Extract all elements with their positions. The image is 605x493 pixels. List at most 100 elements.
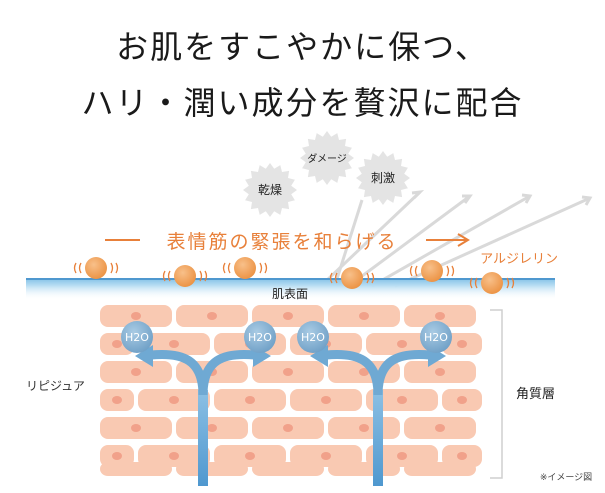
vibration-mark <box>259 262 263 274</box>
corneocyte-cell <box>176 417 248 439</box>
relax-arrow: 表情筋の緊張を和らげる <box>105 231 470 253</box>
ingredient-orb <box>162 265 208 287</box>
corneocyte-cell <box>252 361 324 383</box>
cell-nucleus <box>169 340 179 348</box>
cell-nucleus <box>207 424 217 432</box>
vibration-mark <box>511 277 515 289</box>
cell-nucleus <box>283 424 293 432</box>
water-stream <box>310 345 446 486</box>
ingredient-orb <box>409 260 455 282</box>
corneocyte-cell <box>328 417 400 439</box>
cell-nucleus <box>283 368 293 376</box>
corneocyte-cell <box>366 389 438 411</box>
corneocyte-cell <box>442 445 482 467</box>
vibration-mark <box>506 277 510 289</box>
cell-nucleus <box>245 452 255 460</box>
vibration-mark <box>110 262 114 274</box>
vibration-mark <box>371 272 375 284</box>
layer-bracket <box>490 309 503 479</box>
ingredient-orb <box>469 272 515 294</box>
cell-nucleus <box>359 424 369 432</box>
burst-shape <box>300 131 354 185</box>
ingredient-orb <box>329 267 375 289</box>
cell-nucleus <box>397 396 407 404</box>
corneocyte-cell <box>100 445 134 467</box>
arrow-head <box>457 233 470 247</box>
corneocyte-cell <box>100 462 172 476</box>
stream-trunk <box>198 390 208 486</box>
water-molecule: H2O <box>297 321 329 353</box>
cell-nucleus <box>457 340 467 348</box>
stream-arrowhead <box>135 345 153 367</box>
ingredient-orb <box>222 257 268 279</box>
stream-branch-right <box>198 349 256 396</box>
skin-surface-band <box>26 278 555 300</box>
cell-nucleus <box>359 368 369 376</box>
corneocyte-cell <box>404 462 476 476</box>
headline-line-1: お肌をすこやかに保つ、 <box>116 28 489 66</box>
corneocyte-cell <box>138 445 210 467</box>
corneocyte-cell <box>404 361 476 383</box>
orb-circle <box>234 257 256 279</box>
layer-label: 角質層 <box>516 387 555 402</box>
orb-circle <box>174 265 196 287</box>
ingredient-label: アルジレリン <box>480 252 558 267</box>
corneocyte-cell <box>138 389 210 411</box>
corneocyte-cell <box>100 417 172 439</box>
corneocyte-cell <box>176 462 248 476</box>
cell-nucleus <box>435 312 445 320</box>
vibration-mark <box>469 277 473 289</box>
molecule-circle <box>297 321 329 353</box>
vibration-mark <box>162 270 166 282</box>
corneocyte-cell <box>290 445 362 467</box>
molecule-label: H2O <box>301 331 325 344</box>
corneocyte-cell <box>176 305 248 327</box>
light-ray-tip <box>462 194 473 204</box>
stream-trunk <box>373 390 383 486</box>
vibration-mark <box>451 265 455 277</box>
corneocyte-cell <box>138 333 210 355</box>
vibration-mark <box>222 262 226 274</box>
corneocyte-cell <box>328 462 400 476</box>
vibration-mark <box>366 272 370 284</box>
cell-nucleus <box>131 312 141 320</box>
cell-nucleus <box>207 312 217 320</box>
orb-circle <box>421 260 443 282</box>
skin-surface-label: 肌表面 <box>272 287 308 301</box>
vibration-mark <box>204 270 208 282</box>
corneocyte-cell <box>366 445 438 467</box>
vibration-mark <box>115 262 119 274</box>
corneocyte-cell <box>328 305 400 327</box>
stressor-label: ダメージ <box>307 152 347 165</box>
vibration-mark <box>334 272 338 284</box>
light-ray <box>349 194 471 287</box>
vibration-mark <box>227 262 231 274</box>
stream-branch-right <box>373 349 431 396</box>
corneocyte-cell <box>252 305 324 327</box>
cell-body <box>252 462 324 476</box>
cell-nucleus <box>435 424 445 432</box>
stressor-burst: 刺激 <box>356 151 410 205</box>
stressor-label: 乾燥 <box>258 183 282 197</box>
cell-nucleus <box>112 396 122 404</box>
orb-circle <box>341 267 363 289</box>
vibration-mark <box>78 262 82 274</box>
molecule-circle <box>121 321 153 353</box>
cell-nucleus <box>169 396 179 404</box>
cell-body <box>176 462 248 476</box>
cell-nucleus <box>397 340 407 348</box>
vibration-mark <box>446 265 450 277</box>
vibration-mark <box>474 277 478 289</box>
footnote: ※イメージ図 <box>540 472 592 483</box>
stressor-label: 刺激 <box>371 171 395 185</box>
cell-nucleus <box>321 396 331 404</box>
light-ray-tip <box>581 195 593 206</box>
relax-caption: 表情筋の緊張を和らげる <box>166 231 397 253</box>
cell-nucleus <box>283 312 293 320</box>
cell-nucleus <box>245 396 255 404</box>
cell-nucleus <box>435 368 445 376</box>
corneocyte-cell <box>366 333 438 355</box>
water-molecule: H2O <box>121 321 153 353</box>
